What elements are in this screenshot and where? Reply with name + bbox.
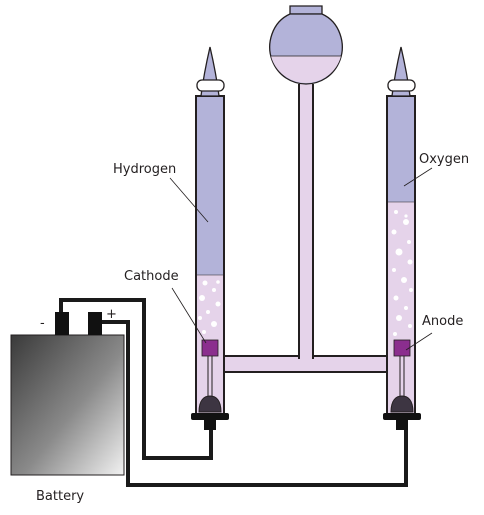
anode-leader [405,332,433,351]
anode-label: Anode [422,314,463,329]
oxygen-clamp [383,413,421,420]
bottom-tube-liquid [204,357,412,371]
reservoir [269,5,343,85]
reservoir-neck [289,5,323,15]
oxygen-gas [388,97,414,202]
hydrogen-bubbles [198,280,221,334]
oxygen-stopper [390,395,414,413]
battery-body [10,334,125,476]
wires [59,298,408,487]
hydrogen-gas [197,97,223,275]
hydrogen-valve-ring [196,79,225,92]
hydrogen-leader [169,177,209,223]
hydrogen-label: Hydrogen [113,162,176,177]
reservoir-liquid [271,56,341,83]
oxygen-valve-ring [387,79,416,92]
center-stem-liquid [300,80,312,359]
battery-label: Battery [36,489,84,504]
anode-electrode [393,339,411,357]
hydrogen-stopper [198,395,222,413]
oxygen-tube-liquid [388,202,414,415]
cathode-electrode [201,339,219,357]
cathode-label: Cathode [124,269,179,284]
anode-wire [101,320,408,487]
oxygen-bubbles [391,210,413,336]
oxygen-tube [383,46,421,430]
battery-negative-terminal [55,312,69,335]
battery-minus-sign: - [40,316,45,331]
battery-plus-sign: + [106,307,117,322]
battery: - + [10,307,125,476]
connecting-tubes [202,80,414,373]
oxygen-leader [403,167,433,187]
hydrogen-tube [191,46,229,430]
leader-lines [169,167,433,351]
cathode-leader [171,287,207,344]
battery-positive-terminal [88,312,102,335]
hydrogen-clamp [191,413,229,420]
cathode-wire [59,298,213,460]
oxygen-label: Oxygen [419,152,469,167]
